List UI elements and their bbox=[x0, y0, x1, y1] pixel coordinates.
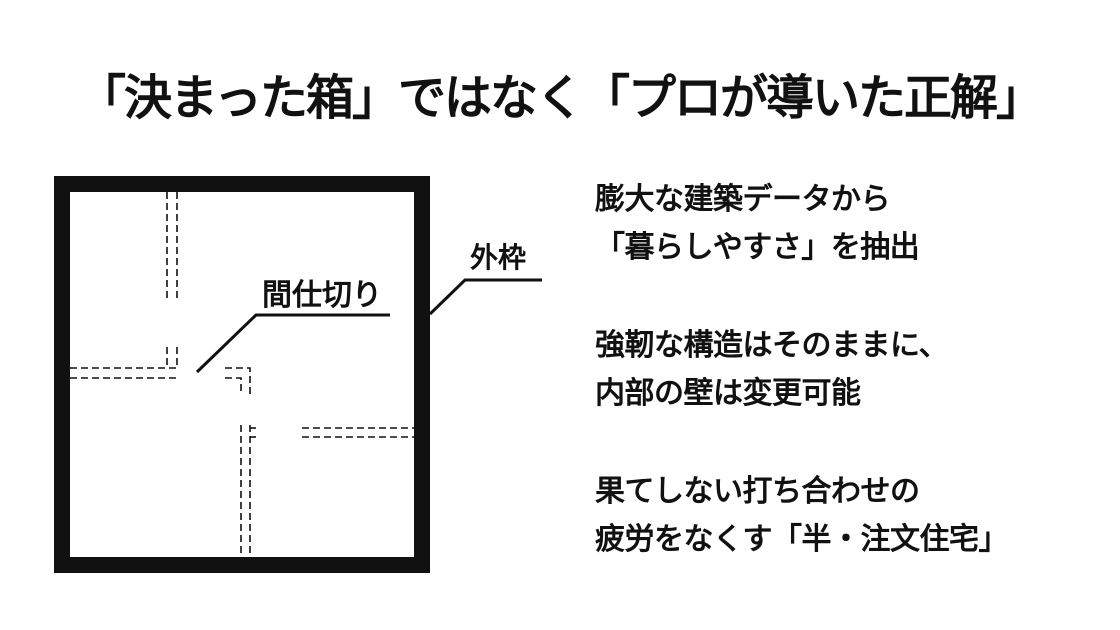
point-line: 果てしない打ち合わせの bbox=[595, 474, 920, 509]
point-line: 疲労をなくす「半・注文住宅」 bbox=[595, 522, 1009, 557]
frame-label: 外枠 bbox=[470, 241, 527, 274]
point-1: 膨大な建築データから 「暮らしやすさ」を抽出 bbox=[595, 176, 920, 272]
partition-leader-line bbox=[195, 313, 390, 374]
point-line: 膨大な建築データから bbox=[595, 182, 891, 217]
page-title: 「決まった箱」ではなく「プロが導いた正解」 bbox=[77, 70, 1044, 126]
point-line: 内部の壁は変更可能 bbox=[595, 376, 861, 411]
frame-leader-line bbox=[428, 278, 542, 316]
point-line: 「暮らしやすさ」を抽出 bbox=[595, 230, 920, 265]
partition-walls bbox=[70, 192, 415, 557]
point-2: 強靭な構造はそのままに、 内部の壁は変更可能 bbox=[595, 322, 949, 418]
outer-frame bbox=[54, 176, 430, 573]
point-3: 果てしない打ち合わせの 疲労をなくす「半・注文住宅」 bbox=[595, 468, 1009, 564]
partition-label: 間仕切り bbox=[262, 278, 382, 313]
point-line: 強靭な構造はそのままに、 bbox=[595, 328, 949, 363]
